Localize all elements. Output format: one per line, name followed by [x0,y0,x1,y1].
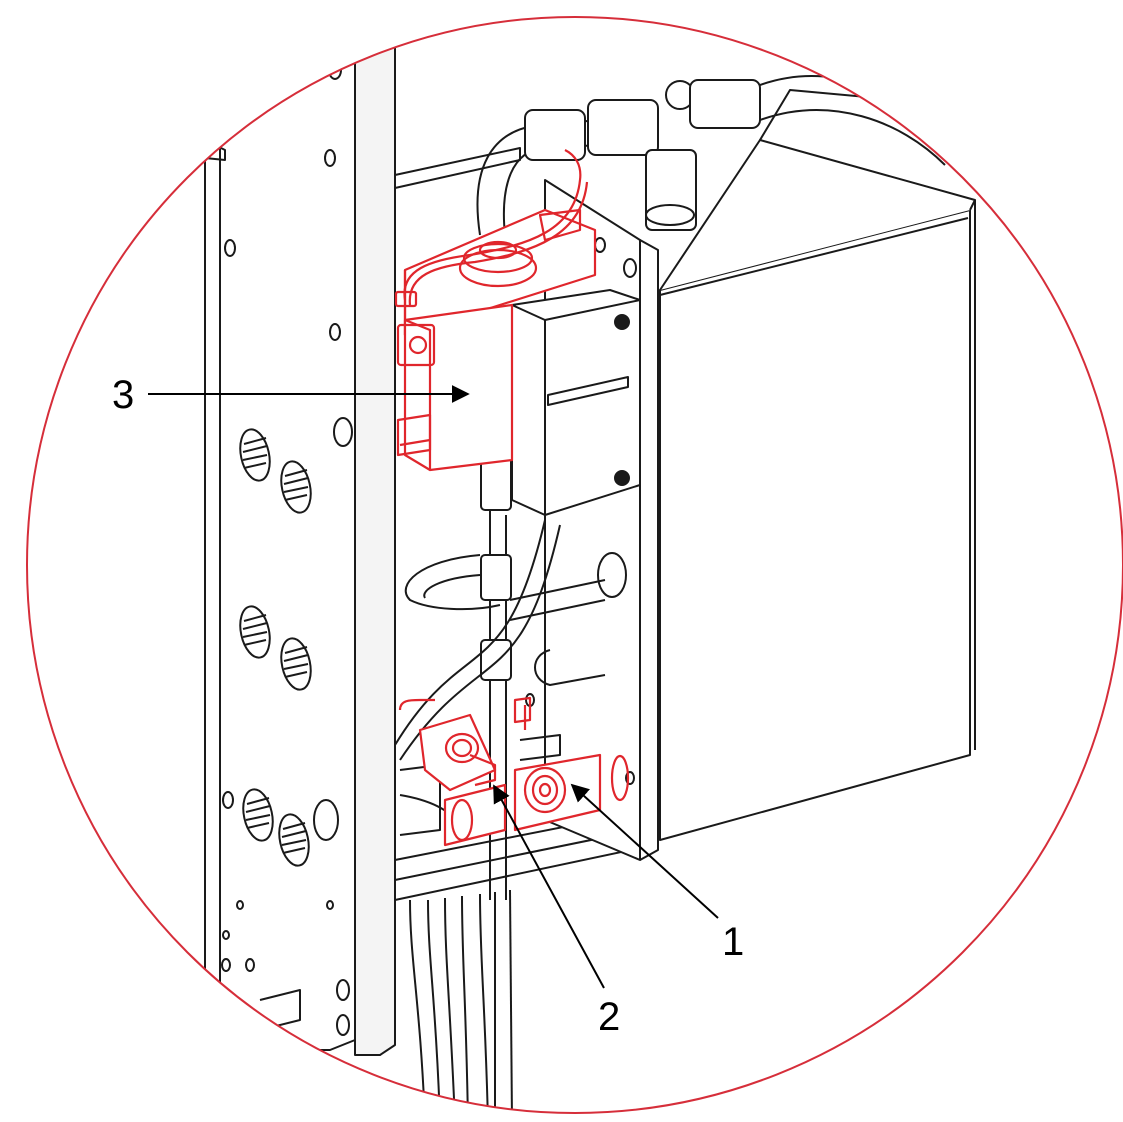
detail-view-circle [26,16,1123,1114]
top-fittings [476,75,961,236]
side-block [511,289,641,516]
callout-2: 2 [493,784,620,1039]
callout-3: 3 [112,373,470,417]
mounting-plate [204,17,396,1056]
callout-label-3: 3 [112,373,134,417]
callout-1: 1 [570,783,744,964]
sensor-cable [403,149,582,301]
callout-label-2: 2 [598,995,620,1039]
central-tubes [394,449,606,900]
callout-label-1: 1 [722,920,744,964]
bottom-fittings [398,696,630,847]
highlighted-fittings [394,149,630,847]
